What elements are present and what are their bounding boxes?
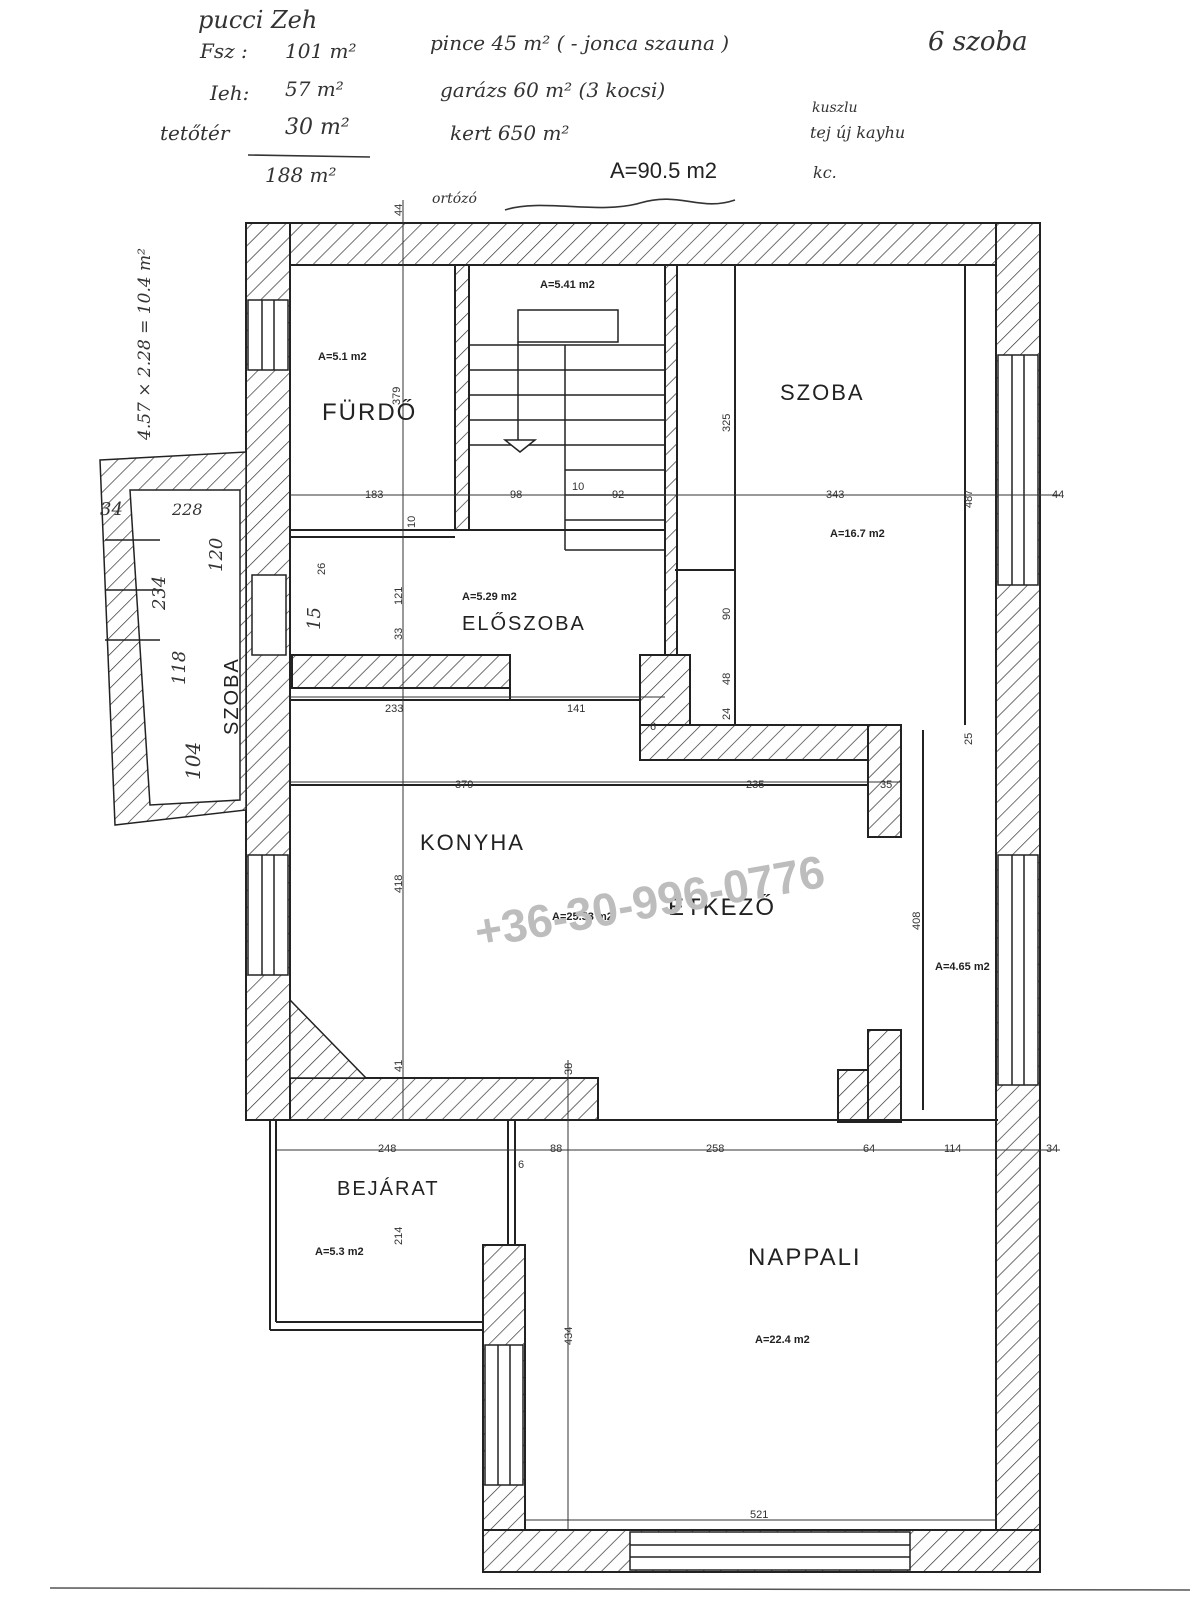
room-name-bejarat: BEJÁRAT [337,1177,440,1200]
notes-heading: pucci Zeh [198,6,317,34]
dimension-label: 6 [650,721,656,733]
dimension-label: 38 [563,1063,575,1075]
dimension-label: 44 [1052,489,1064,501]
total-area: A=90.5 m2 [610,158,717,183]
side-note: tej új kayhu [810,123,905,142]
room-area: A=5.1 m2 [318,351,367,363]
note-extra: kert 650 m² [450,121,569,145]
dimension-label: 26 [316,563,328,575]
scribble-line [504,198,736,211]
room-name-nappali: NAPPALI [748,1244,862,1271]
room-area: A=5.3 m2 [315,1246,364,1258]
windows [247,299,1039,1571]
dimension-label: 92 [612,489,624,501]
terrace-dimension: 120 [206,538,227,572]
dimension-label: 114 [944,1143,962,1155]
staircase [469,309,665,551]
dimension-label: 434 [563,1327,575,1345]
dimension-label: 248 [378,1143,396,1155]
interior-lines [269,265,998,1331]
room-area: A=4.65 m2 [935,961,990,973]
room-name-eloszoba: ELŐSZOBA [462,612,586,635]
dimension-label: 487 [963,490,975,508]
dimension-label: 33 [393,628,405,640]
room-name-konyha: KONYHA [420,830,525,855]
dimension-label: 10 [406,516,418,528]
dimension-label: 41 [393,1060,405,1072]
dimension-label: 34 [1046,1143,1058,1155]
dimension-label: 141 [567,703,585,715]
dimension-label: 521 [750,1509,768,1521]
dimension-label: 214 [393,1227,405,1245]
watermark: +36-30-996-0776 [471,845,829,958]
dimension-label: 325 [721,414,733,432]
dimension-label: 88 [550,1143,562,1155]
floor-label: Fsz : [199,39,248,63]
top-note: ortózó [432,191,477,207]
room-area: A=5.41 m2 [540,279,595,291]
side-note: kuszlu [812,100,858,116]
dimension-label: 258 [706,1143,724,1155]
dimension-label: 44 [393,204,405,216]
floor-value: 101 m² [285,39,357,63]
dimension-label: 25 [963,733,975,745]
floor-label: tetőtér [160,121,231,145]
kitchen-corner [289,998,368,1079]
dimension-lines [276,200,1060,1530]
room-area: A=5.29 m2 [462,591,517,603]
dimension-label: 418 [393,875,405,893]
note-extra: pince 45 m² ( - jonca szauna ) [430,31,729,55]
room-name-side-szoba: SZOBA [221,657,243,735]
dimension-label: 48 [721,673,733,685]
dimension-label: 121 [393,587,405,605]
terrace-dimension: 118 [169,651,190,685]
side-note: kc. [813,163,837,182]
dimension-label: 408 [911,912,923,930]
rooms-count: 6 szoba [928,27,1028,57]
room-name-szoba: SZOBA [780,380,865,405]
dimension-label: 183 [365,489,383,501]
room-area: A=16.7 m2 [830,528,885,540]
room-name-furdo: FÜRDŐ [322,399,417,426]
notes-total: 188 m² [265,163,337,187]
page-bottom-line [49,1587,1191,1591]
terrace-dimension: 104 [181,742,205,780]
terrace-dimension: 228 [171,500,203,519]
dimension-label: 64 [863,1143,875,1155]
floor-value: 30 m² [285,115,350,140]
dimension-label: 379 [391,387,403,405]
room-area: A=25.53 m2 [552,911,613,923]
terrace-dimension: 34 [100,499,123,520]
terrace-dimension: 234 [149,576,170,611]
room-name-etkezo: ÉTKEZŐ [668,894,776,921]
dimension-label: 98 [510,489,522,501]
room-area: A=22.4 m2 [755,1334,810,1346]
dimension-label: 343 [826,489,844,501]
side-calculation: 4.57 × 2.28 = 10.4 m² [135,248,155,441]
sum-line [247,154,371,158]
floor-value: 57 m² [285,77,344,101]
note-extra: garázs 60 m² (3 kocsi) [440,78,665,102]
floor-label: Ieh: [209,81,249,105]
dimension-label: 233 [385,703,403,715]
dimension-label: 6 [518,1159,524,1171]
terrace-dimension: 15 [304,607,325,630]
dimension-label: 35 [880,779,892,791]
dimension-label: 379 [455,779,473,791]
dimension-label: 90 [721,608,733,620]
dimension-label: 24 [721,708,733,720]
dimension-label: 10 [572,481,584,493]
side-terrace [99,451,287,826]
dimension-label: 235 [746,779,764,791]
